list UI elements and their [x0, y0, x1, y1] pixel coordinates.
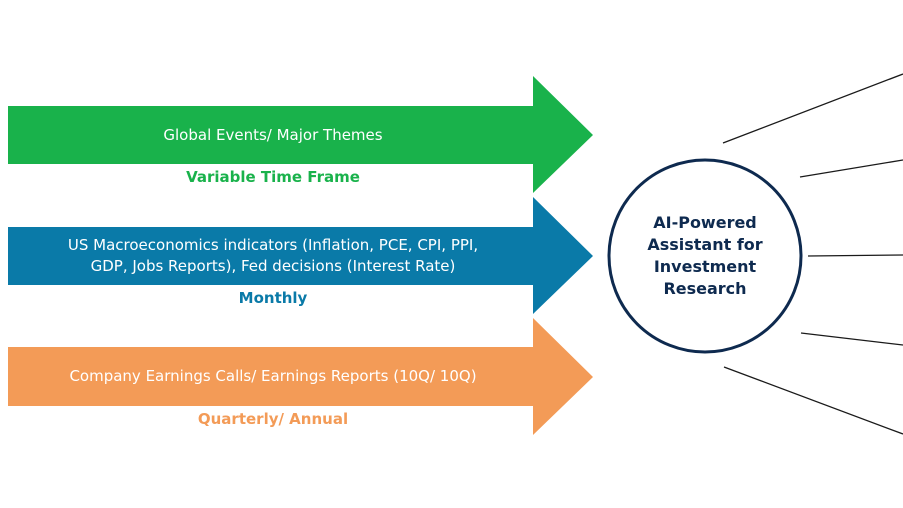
frequency-label-monthly: Monthly — [238, 289, 308, 307]
arrow-label-us-macro: US Macroeconomics indicators (Inflation,… — [8, 227, 538, 285]
arrow-us-macro — [8, 197, 593, 314]
arrow-label-company-earnings: Company Earnings Calls/ Earnings Reports… — [8, 347, 538, 406]
hub-label-text: AI-Powered Assistant for Investment Rese… — [647, 213, 763, 298]
arrow-company-earnings — [8, 318, 593, 435]
arrow-global-events — [8, 76, 593, 193]
frequency-label-variable: Variable Time Frame — [186, 168, 360, 186]
connector-line — [807, 254, 903, 257]
frequency-label-quarterly: Quarterly/ Annual — [197, 410, 349, 428]
arrow-label-text: US Macroeconomics indicators (Inflation,… — [67, 236, 479, 275]
arrow-label-text: Global Events/ Major Themes — [163, 125, 383, 144]
hub-label: AI-Powered Assistant for Investment Rese… — [612, 146, 798, 366]
arrow-label-global-events: Global Events/ Major Themes — [8, 106, 538, 164]
connector-line — [723, 366, 903, 435]
hub-circle — [607, 158, 803, 354]
connector-line — [800, 332, 903, 346]
connector-line — [799, 159, 903, 178]
arrow-label-text: Company Earnings Calls/ Earnings Reports… — [69, 367, 477, 385]
hub-connectors — [722, 73, 903, 435]
connector-line — [722, 73, 903, 144]
